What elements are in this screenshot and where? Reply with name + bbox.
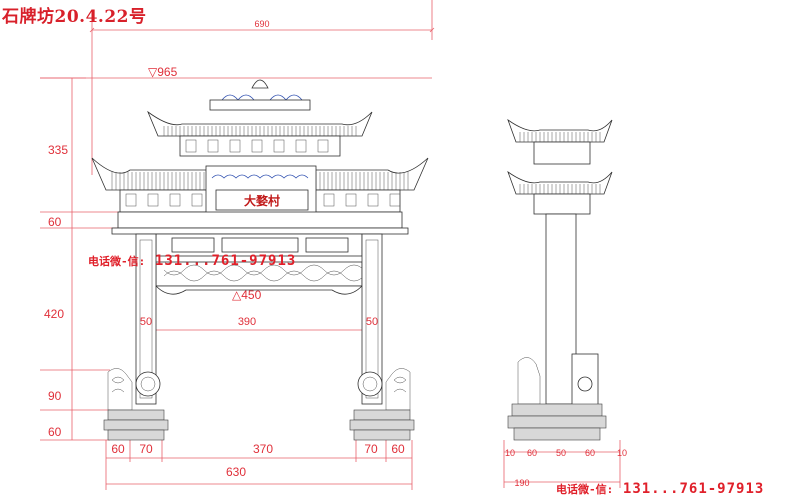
dim-h-base: 90 (48, 389, 62, 403)
dim-b-370: 370 (253, 442, 273, 456)
dim-opening: 390 (238, 316, 256, 328)
dim-b-60b: 60 (391, 442, 405, 456)
contact-number: 131...761-97913 (154, 253, 297, 269)
bracket-block (273, 139, 285, 153)
contact-side: 电话微-信: 131...761-97913 (556, 478, 764, 497)
bracket-block (389, 193, 401, 207)
contact-front: 电话微-信: 131...761-97913 (88, 250, 296, 269)
main-beam (117, 211, 403, 229)
contact-label-2: 电话微-信: (556, 483, 614, 496)
right-lion (357, 368, 411, 411)
left-base (103, 409, 169, 441)
left-pillar (135, 233, 157, 405)
plaque-text: 大婺村 (244, 193, 280, 208)
dim-s-60a: 60 (527, 448, 537, 458)
dimension-lines (40, 0, 621, 490)
dim-h-plinth: 60 (48, 425, 62, 439)
dim-h-beam: 60 (48, 215, 62, 229)
bracket-block (317, 139, 329, 153)
dim-s-10a: 10 (505, 448, 515, 458)
drawing-title: 石牌坊20.4.22号 (2, 7, 147, 27)
bracket-block (207, 139, 219, 153)
front-gate: 大婺村 (91, 79, 429, 441)
bracket-block (191, 193, 203, 207)
dim-b-70b: 70 (364, 442, 378, 456)
bracket-block (125, 193, 137, 207)
side-view (507, 118, 613, 441)
dragon-beam (155, 261, 365, 295)
dim-s-190: 190 (514, 478, 529, 488)
bracket-block (251, 139, 263, 153)
bracket-block (295, 139, 307, 153)
dim-pillar-right: 50 (366, 316, 378, 328)
bracket-block (147, 193, 159, 207)
dim-s-50: 50 (556, 448, 566, 458)
contact-label: 电话微-信: (88, 255, 146, 268)
dimension-labels: 690 ▽965 335 60 420 90 60 △450 390 50 50… (44, 19, 627, 488)
upper-roof (147, 110, 373, 157)
frieze-panels (155, 233, 363, 257)
bracket-block (169, 193, 181, 207)
dim-total: 630 (226, 465, 246, 479)
dim-b-60a: 60 (111, 442, 125, 456)
bracket-block (323, 193, 335, 207)
dim-pillar-left: 50 (140, 316, 152, 328)
dim-h-top: 335 (48, 143, 68, 157)
dim-lintel: △450 (232, 288, 262, 302)
contact-number-2: 131...761-97913 (622, 481, 765, 497)
dim-roof-width: ▽965 (148, 65, 178, 79)
right-pillar (361, 233, 383, 405)
dim-b-70a: 70 (139, 442, 153, 456)
bracket-block (345, 193, 357, 207)
plaque (215, 189, 309, 211)
left-lion (107, 368, 161, 411)
bracket-block (229, 139, 241, 153)
right-base (349, 409, 415, 441)
dim-top-width: 690 (254, 19, 269, 29)
dim-s-60b: 60 (585, 448, 595, 458)
dim-h-body: 420 (44, 307, 64, 321)
dim-s-10b: 10 (617, 448, 627, 458)
plaque-frame: 大婺村 (205, 165, 317, 215)
side-pillar (545, 213, 577, 405)
roof-finial (209, 79, 311, 111)
bracket-block (367, 193, 379, 207)
bracket-block (185, 139, 197, 153)
